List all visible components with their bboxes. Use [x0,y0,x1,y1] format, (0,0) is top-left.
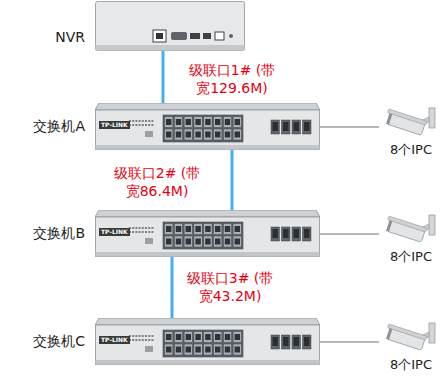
nvr-illustration [95,1,245,51]
ipc-camera: 8个IPC [379,321,443,373]
cascade-cable [171,257,174,318]
camera-illustration [384,213,438,249]
ipc-camera: 8个IPC [379,213,443,265]
camera-link [320,126,379,128]
cascade-label: 级联口2# (带宽86.4M) [107,164,207,200]
camera-count: 8个IPC [379,142,443,158]
camera-count: 8个IPC [379,249,443,265]
cascade-cable [231,150,234,210]
device-name: 交换机B [33,225,85,242]
brand-logo: TP-LINK [99,228,130,236]
camera-illustration [384,321,438,357]
camera-count: 8个IPC [379,357,443,373]
cascade-label: 级联口3# (带宽43.2M) [180,269,280,305]
device-name: NVR [55,29,85,46]
device-name: 交换机A [33,118,85,135]
ipc-camera: 8个IPC [379,106,443,158]
camera-illustration [384,106,438,142]
cascade-label: 级联口1# (带宽129.6M) [182,61,282,97]
cascade-cable [162,51,165,103]
nvr-device: NVR [95,1,245,51]
camera-link [320,233,379,235]
brand-logo: TP-LINK [99,336,130,344]
camera-link [320,341,379,343]
device-name: 交换机C [33,333,85,350]
brand-logo: TP-LINK [99,121,130,129]
